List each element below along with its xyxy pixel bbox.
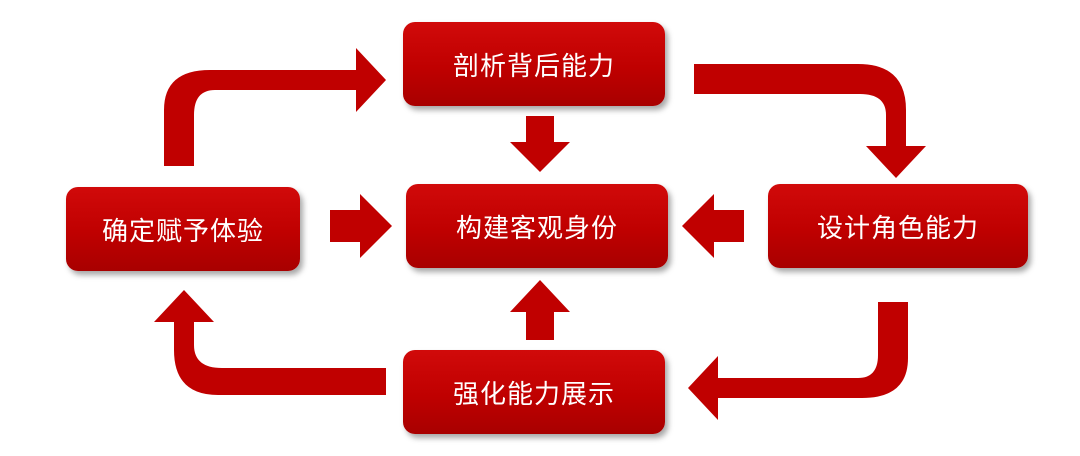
box-analyze-ability: 剖析背后能力 bbox=[403, 22, 665, 106]
arrow-bottom-to-left bbox=[154, 290, 386, 395]
arrow-right-to-bottom bbox=[688, 302, 908, 420]
arrow-left-to-center bbox=[330, 194, 392, 258]
arrow-bottom-to-center bbox=[510, 280, 570, 340]
arrow-top-to-center bbox=[510, 116, 570, 172]
arrow-top-to-right bbox=[694, 64, 926, 178]
box-build-identity: 构建客观身份 bbox=[406, 184, 668, 268]
box-strengthen-display: 强化能力展示 bbox=[403, 350, 665, 434]
box-design-role-ability: 设计角色能力 bbox=[768, 184, 1028, 268]
arrow-left-to-top bbox=[164, 48, 386, 166]
box-confirm-experience: 确定赋予体验 bbox=[66, 187, 300, 271]
arrow-right-to-center bbox=[682, 194, 744, 258]
